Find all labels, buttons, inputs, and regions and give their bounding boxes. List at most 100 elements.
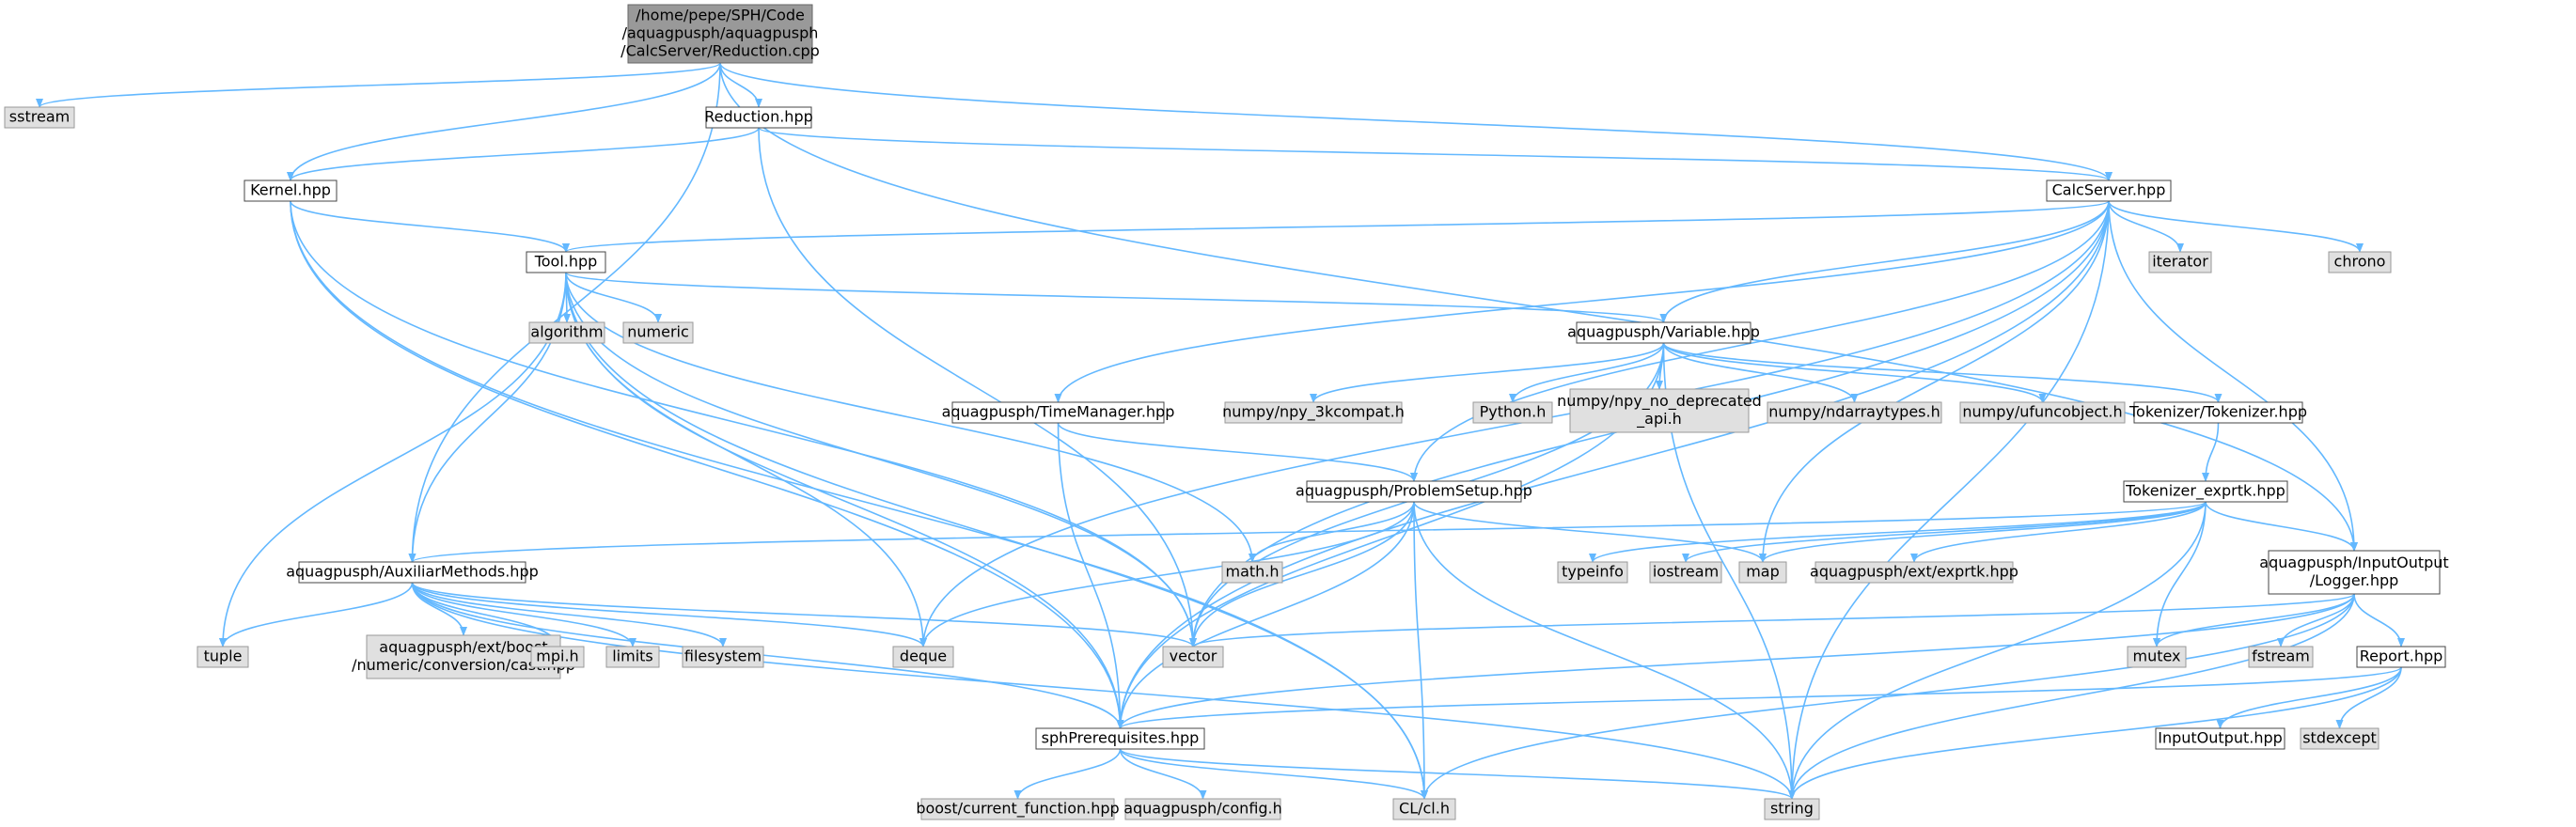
edge-reduction-hpp-to-calcserver-hpp — [758, 127, 2113, 181]
node-box — [196, 646, 249, 668]
node-npy-no-deprecated: numpy/npy_no_deprecated_api.h — [1557, 388, 1762, 433]
node-box — [1738, 561, 1787, 584]
edge-sphprereq-hpp-to-string — [1119, 748, 1796, 800]
node-timemanager-hpp[interactable]: aquagpusph/TimeManager.hpp — [942, 401, 1175, 424]
node-numeric: numeric — [622, 321, 694, 344]
edge-tokenizer-exprtk-to-map — [1759, 501, 2207, 563]
node-label: aquagpusph/AuxiliarMethods.hpp — [286, 563, 539, 581]
node-deque: deque — [892, 646, 954, 668]
node-tool-hpp[interactable]: Tool.hpp — [526, 251, 606, 273]
edge-logger-hpp-to-mutex — [2153, 593, 2355, 648]
edge-report-hpp-to-stdexcept — [2335, 666, 2402, 729]
node-label: math.h — [1225, 563, 1279, 581]
node-root[interactable]: /home/pepe/SPH/Code/aquagpusph/aquagpusp… — [620, 4, 820, 64]
node-box — [2155, 727, 2285, 750]
edge-tool-hpp-to-sphprereq-hpp — [565, 272, 1124, 729]
edge-tool-hpp-to-numeric — [565, 272, 662, 323]
edge-calcserver-hpp-to-variable-hpp — [1659, 200, 2110, 323]
node-variable-hpp[interactable]: aquagpusph/Variable.hpp — [1567, 321, 1760, 344]
edge-report-hpp-to-inputoutput-hpp — [2216, 666, 2402, 729]
node-box — [2123, 480, 2288, 503]
node-inputoutput-hpp[interactable]: InputOutput.hpp — [2155, 727, 2285, 750]
node-calcserver-hpp[interactable]: CalcServer.hpp — [2046, 179, 2172, 202]
node-sphprereq-hpp[interactable]: sphPrerequisites.hpp — [1035, 727, 1205, 750]
edge-root-to-calcserver-hpp — [719, 62, 2113, 181]
node-ndarraytypes: numpy/ndarraytypes.h — [1767, 401, 1942, 424]
edge-tokenizer-hpp-to-tokenizer-exprtk — [2202, 422, 2220, 482]
node-label: mutex — [2132, 648, 2180, 665]
edge-auxiliar-hpp-to-limits — [411, 582, 636, 648]
edge-tokenizer-exprtk-to-logger-hpp — [2205, 501, 2358, 552]
node-box — [1649, 561, 1722, 584]
edge-tokenizer-exprtk-to-string — [1788, 501, 2207, 800]
node-math-h: math.h — [1221, 561, 1283, 584]
node-box — [1959, 401, 2126, 424]
node-box — [366, 634, 561, 679]
edge-problemsetup-hpp-to-sphprereq-hpp — [1116, 501, 1415, 729]
edge-sphprereq-hpp-to-config-h — [1119, 748, 1207, 800]
node-label: numpy/npy_no_deprecated — [1557, 392, 1762, 411]
node-auxiliar-hpp[interactable]: aquagpusph/AuxiliarMethods.hpp — [286, 561, 539, 584]
node-vector: vector — [1162, 646, 1224, 668]
node-ufuncobject: numpy/ufuncobject.h — [1959, 401, 2126, 424]
node-problemsetup-hpp[interactable]: aquagpusph/ProblemSetup.hpp — [1296, 480, 1532, 503]
node-box — [1162, 646, 1224, 668]
edge-calcserver-hpp-to-sphprereq-hpp — [1116, 200, 2110, 729]
node-box — [1764, 798, 1820, 820]
node-box — [243, 179, 338, 202]
node-box — [530, 646, 585, 668]
node-box — [920, 798, 1115, 820]
node-report-hpp[interactable]: Report.hpp — [2356, 646, 2446, 668]
node-mpi-h: mpi.h — [530, 646, 585, 668]
node-cast-hpp: aquagpusph/ext/boost/numeric/conversion/… — [352, 634, 575, 679]
node-box — [1392, 798, 1456, 820]
node-box — [1221, 561, 1283, 584]
node-label: sphPrerequisites.hpp — [1042, 729, 1200, 747]
edge-tool-hpp-to-deque — [565, 272, 927, 648]
node-reduction-hpp[interactable]: Reduction.hpp — [704, 106, 813, 129]
node-label: CL/cl.h — [1399, 800, 1450, 818]
edge-reduction-hpp-to-vector — [758, 127, 1197, 648]
node-label: InputOutput.hpp — [2158, 729, 2283, 747]
node-box — [627, 4, 813, 64]
edge-auxiliar-hpp-to-tuple — [219, 582, 414, 648]
node-kernel-hpp[interactable]: Kernel.hpp — [243, 179, 338, 202]
edge-tokenizer-exprtk-to-iostream — [1682, 501, 2207, 563]
node-npy-3kcompat: numpy/npy_3kcompat.h — [1222, 401, 1405, 424]
edge-calcserver-hpp-to-timemanager-hpp — [1054, 200, 2110, 403]
edge-problemsetup-hpp-to-vector — [1189, 501, 1415, 648]
node-tokenizer-hpp[interactable]: Tokenizer/Tokenizer.hpp — [2128, 401, 2307, 424]
node-iostream: iostream — [1649, 561, 1722, 584]
edge-calcserver-hpp-to-deque — [919, 200, 2110, 648]
node-label: deque — [900, 648, 947, 665]
edge-report-hpp-to-sphprereq-hpp — [1116, 666, 2402, 729]
edge-calcserver-hpp-to-iterator — [2108, 200, 2184, 253]
node-box — [605, 646, 660, 668]
node-box — [2300, 727, 2380, 750]
node-mutex: mutex — [2127, 646, 2187, 668]
edge-problemsetup-hpp-to-math-h — [1249, 501, 1415, 563]
edge-kernel-hpp-to-sphprereq-hpp — [290, 200, 1124, 729]
edge-variable-hpp-to-npy-3kcompat — [1310, 342, 1665, 403]
edge-logger-hpp-to-sphprereq-hpp — [1116, 593, 2355, 729]
node-box — [1035, 727, 1205, 750]
node-label: map — [1746, 563, 1780, 581]
node-logger-hpp[interactable]: aquagpusph/InputOutput/Logger.hpp — [2259, 550, 2449, 595]
node-label: chrono — [2334, 253, 2386, 271]
node-box — [705, 106, 812, 129]
node-label: algorithm — [530, 323, 603, 341]
node-label: numeric — [627, 323, 689, 341]
node-label: numpy/ufuncobject.h — [1962, 403, 2122, 421]
node-box — [2046, 179, 2172, 202]
node-label: filesystem — [684, 648, 762, 665]
node-label: aquagpusph/InputOutput — [2259, 554, 2448, 571]
node-box — [1814, 561, 2014, 584]
node-sstream: sstream — [4, 106, 75, 129]
node-box — [1224, 401, 1403, 424]
node-label: aquagpusph/ProblemSetup.hpp — [1296, 482, 1532, 500]
node-label: iterator — [2152, 253, 2208, 271]
edge-logger-hpp-to-report-hpp — [2353, 593, 2405, 648]
node-label: tuple — [204, 648, 243, 665]
node-tokenizer-exprtk[interactable]: Tokenizer_exprtk.hpp — [2123, 480, 2288, 503]
node-label: Reduction.hpp — [704, 108, 813, 126]
